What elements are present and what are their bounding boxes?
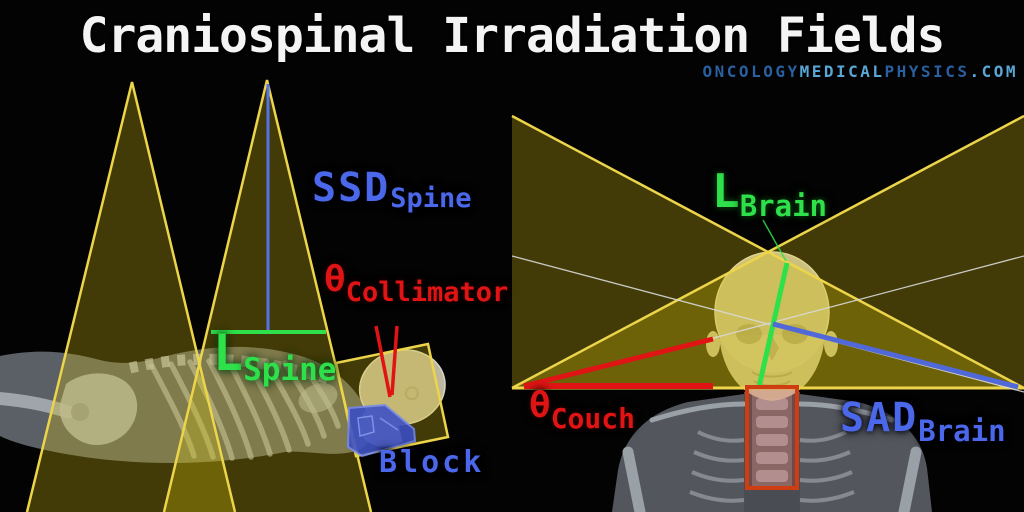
scapula-bone bbox=[298, 383, 338, 413]
couch-label-sub: Couch bbox=[550, 402, 635, 435]
page-title: Craniospinal Irradiation Fields bbox=[79, 8, 946, 64]
spine-field-lower-fill bbox=[27, 82, 235, 512]
rib-cage bbox=[149, 357, 341, 461]
l-brain-pointer bbox=[762, 219, 787, 262]
sad-label-main: SAD bbox=[840, 395, 919, 441]
l-spine-label-main: L bbox=[213, 324, 244, 382]
right-shoulder bbox=[800, 394, 932, 512]
collimator-angle-lines bbox=[374, 325, 399, 398]
collimator-label-sub: Collimator bbox=[345, 277, 509, 308]
couch-angle-lines bbox=[523, 336, 714, 389]
watermark: ONCOLOGYMEDICALPHYSICS.COM bbox=[703, 62, 1018, 81]
sad-label-sub: Brain bbox=[918, 414, 1006, 448]
l-spine-label-sub: Spine bbox=[243, 352, 337, 388]
ssd-label-sub: Spine bbox=[390, 183, 472, 214]
clavicles bbox=[649, 401, 895, 423]
block-shape bbox=[346, 403, 417, 458]
left-shoulder bbox=[612, 394, 744, 512]
ssd-label-main: SSD bbox=[312, 165, 391, 211]
anterior-ribs bbox=[689, 430, 855, 503]
block-label: Block bbox=[379, 445, 485, 480]
l-brain-label-sub: Brain bbox=[739, 189, 828, 223]
spine-field-lower-outline bbox=[25, 81, 237, 512]
l-brain-label-main: L bbox=[712, 164, 740, 218]
theta-symbol: θ bbox=[529, 385, 551, 426]
watermark-segment: PHYSICS bbox=[884, 62, 970, 81]
hip-socket bbox=[71, 403, 89, 421]
brain-beam-edge-right bbox=[511, 114, 1024, 390]
watermark-segment: .COM bbox=[969, 62, 1018, 81]
patient-lateral-body bbox=[0, 346, 446, 463]
pelvis-bone bbox=[59, 373, 138, 446]
watermark-segment: MEDICAL bbox=[799, 62, 885, 81]
theta-symbol: θ bbox=[324, 259, 346, 300]
humerus-bones bbox=[622, 446, 922, 512]
patient-anterior-body bbox=[612, 251, 932, 512]
eye-socket-left bbox=[736, 324, 762, 344]
watermark-segment: ONCOLOGY bbox=[702, 62, 800, 81]
neck-field-box bbox=[745, 385, 799, 490]
cervical-vertebrae bbox=[756, 398, 788, 482]
sad-brain-line bbox=[772, 321, 1019, 390]
